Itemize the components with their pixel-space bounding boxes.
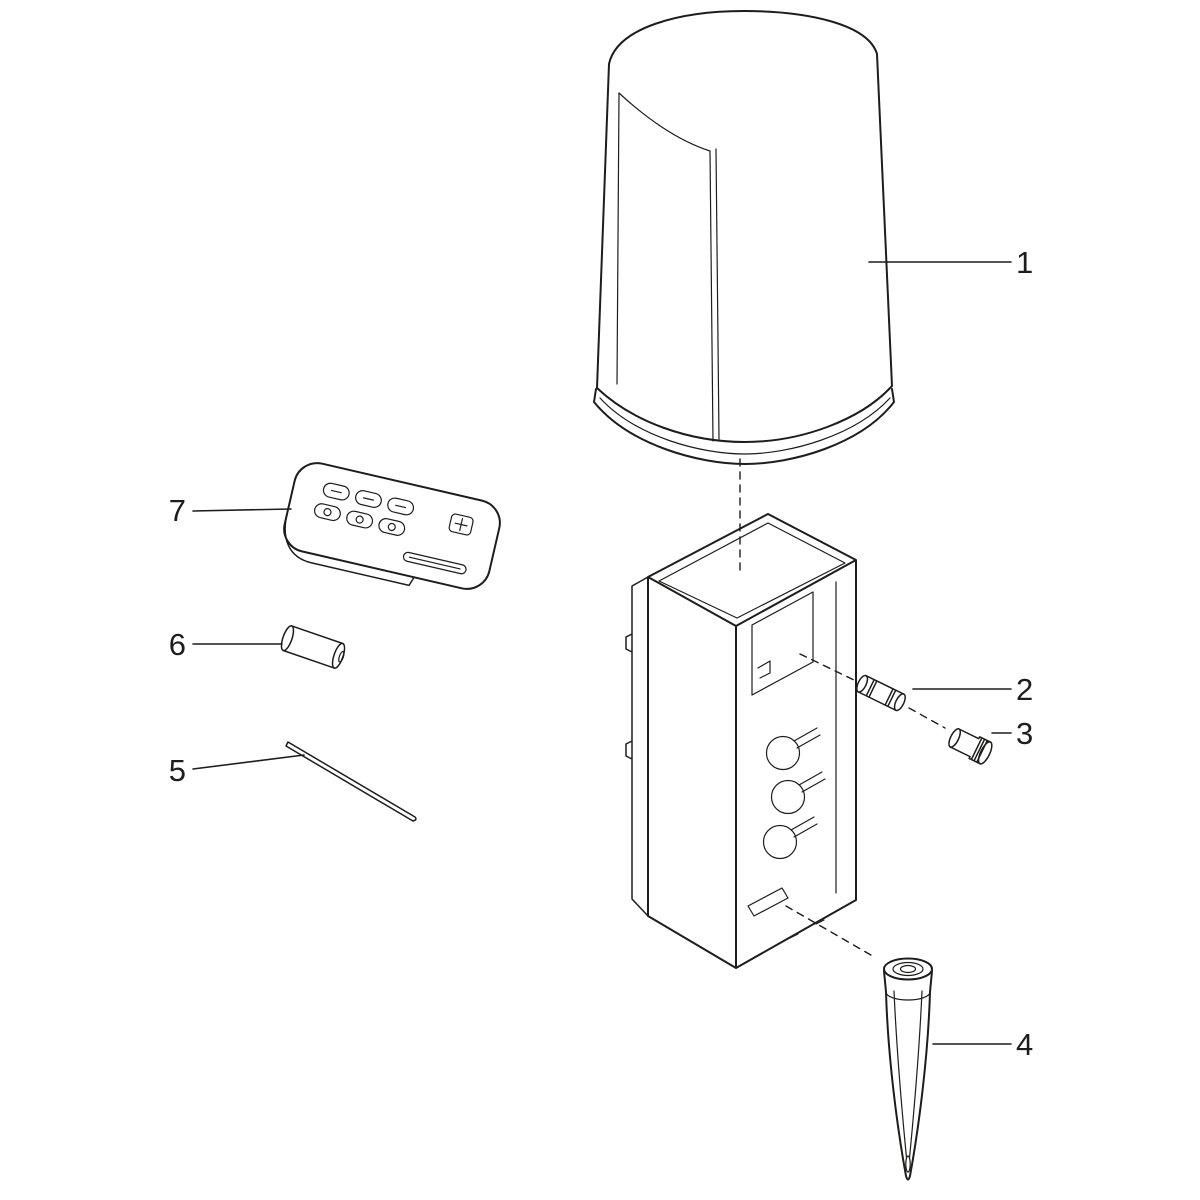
part-label-4: 4 — [1016, 1027, 1033, 1062]
battery-terminal-nub — [338, 650, 345, 663]
remote-button-3 — [387, 497, 415, 516]
battery-tube-2 — [770, 779, 806, 815]
remote-button-glyphs — [330, 489, 407, 509]
spike-body — [883, 970, 933, 1181]
housing-rim-inner — [658, 522, 846, 619]
spike-top-inner-ring — [899, 964, 917, 974]
spike-tip-channel — [905, 1155, 911, 1173]
main-housing-drawing — [625, 513, 857, 969]
spike-inner-walls — [885, 990, 931, 1159]
remote-button-4 — [314, 503, 341, 522]
fuse-end-left — [856, 674, 869, 693]
part-label-1: 1 — [1016, 245, 1033, 280]
screw-cap-knurled-end — [977, 741, 993, 765]
remote-power-glyph-2 — [355, 515, 364, 524]
dome-cover-drawing — [593, 10, 895, 465]
remote-button-2 — [355, 490, 382, 508]
housing-outline — [647, 513, 857, 969]
fuse-end-right — [893, 693, 906, 712]
assembly-line-fuse — [799, 653, 946, 729]
battery-drawing — [280, 625, 346, 669]
part-label-2: 2 — [1016, 672, 1033, 707]
dome-base-flange — [593, 388, 895, 465]
dome-silhouette — [596, 10, 893, 443]
remote-power-glyph-3 — [387, 522, 396, 532]
spike-top-outer-ring — [883, 957, 933, 981]
battery-tube-1 — [765, 735, 801, 771]
part-label-5: 5 — [169, 753, 186, 788]
housing-back-flange — [625, 576, 649, 917]
remote-control-drawing — [283, 462, 501, 590]
rod-drawing — [285, 741, 417, 822]
remote-power-glyph-1 — [323, 508, 332, 517]
part-label-7: 7 — [169, 493, 186, 528]
leader-line-5 — [192, 754, 305, 770]
remote-slider — [402, 551, 467, 575]
remote-slider-track — [408, 556, 461, 570]
fuse-drawing — [856, 674, 906, 712]
remote-button-6 — [378, 518, 406, 536]
battery-end-flat — [280, 625, 295, 652]
dome-seam-lines — [616, 92, 720, 442]
part-label-3: 3 — [1016, 716, 1033, 751]
screw-cap-drawing — [948, 728, 993, 765]
screw-cap-end-left — [948, 728, 962, 748]
remote-plus-key — [448, 513, 474, 536]
rod-body — [285, 741, 417, 822]
remote-button-1 — [322, 482, 350, 501]
remote-face — [283, 462, 501, 590]
leader-line-7 — [192, 508, 292, 512]
remote-button-5 — [346, 510, 374, 529]
ground-spike-drawing — [883, 957, 933, 1181]
remote-plus-glyph — [454, 518, 468, 531]
battery-tube-walls — [790, 727, 826, 838]
housing-interior-details — [747, 581, 837, 939]
screw-cap-body — [949, 728, 992, 765]
battery-tube-3 — [762, 824, 798, 860]
dome-base-inner-rim — [599, 397, 891, 455]
part-label-6: 6 — [169, 627, 186, 662]
assembly-line-spike — [785, 905, 877, 959]
fuse-body — [857, 674, 905, 712]
battery-end-terminal-face — [331, 642, 346, 669]
remote-side-thickness — [284, 513, 415, 587]
battery-body — [282, 625, 344, 669]
spike-top-middle-ring — [892, 961, 924, 977]
